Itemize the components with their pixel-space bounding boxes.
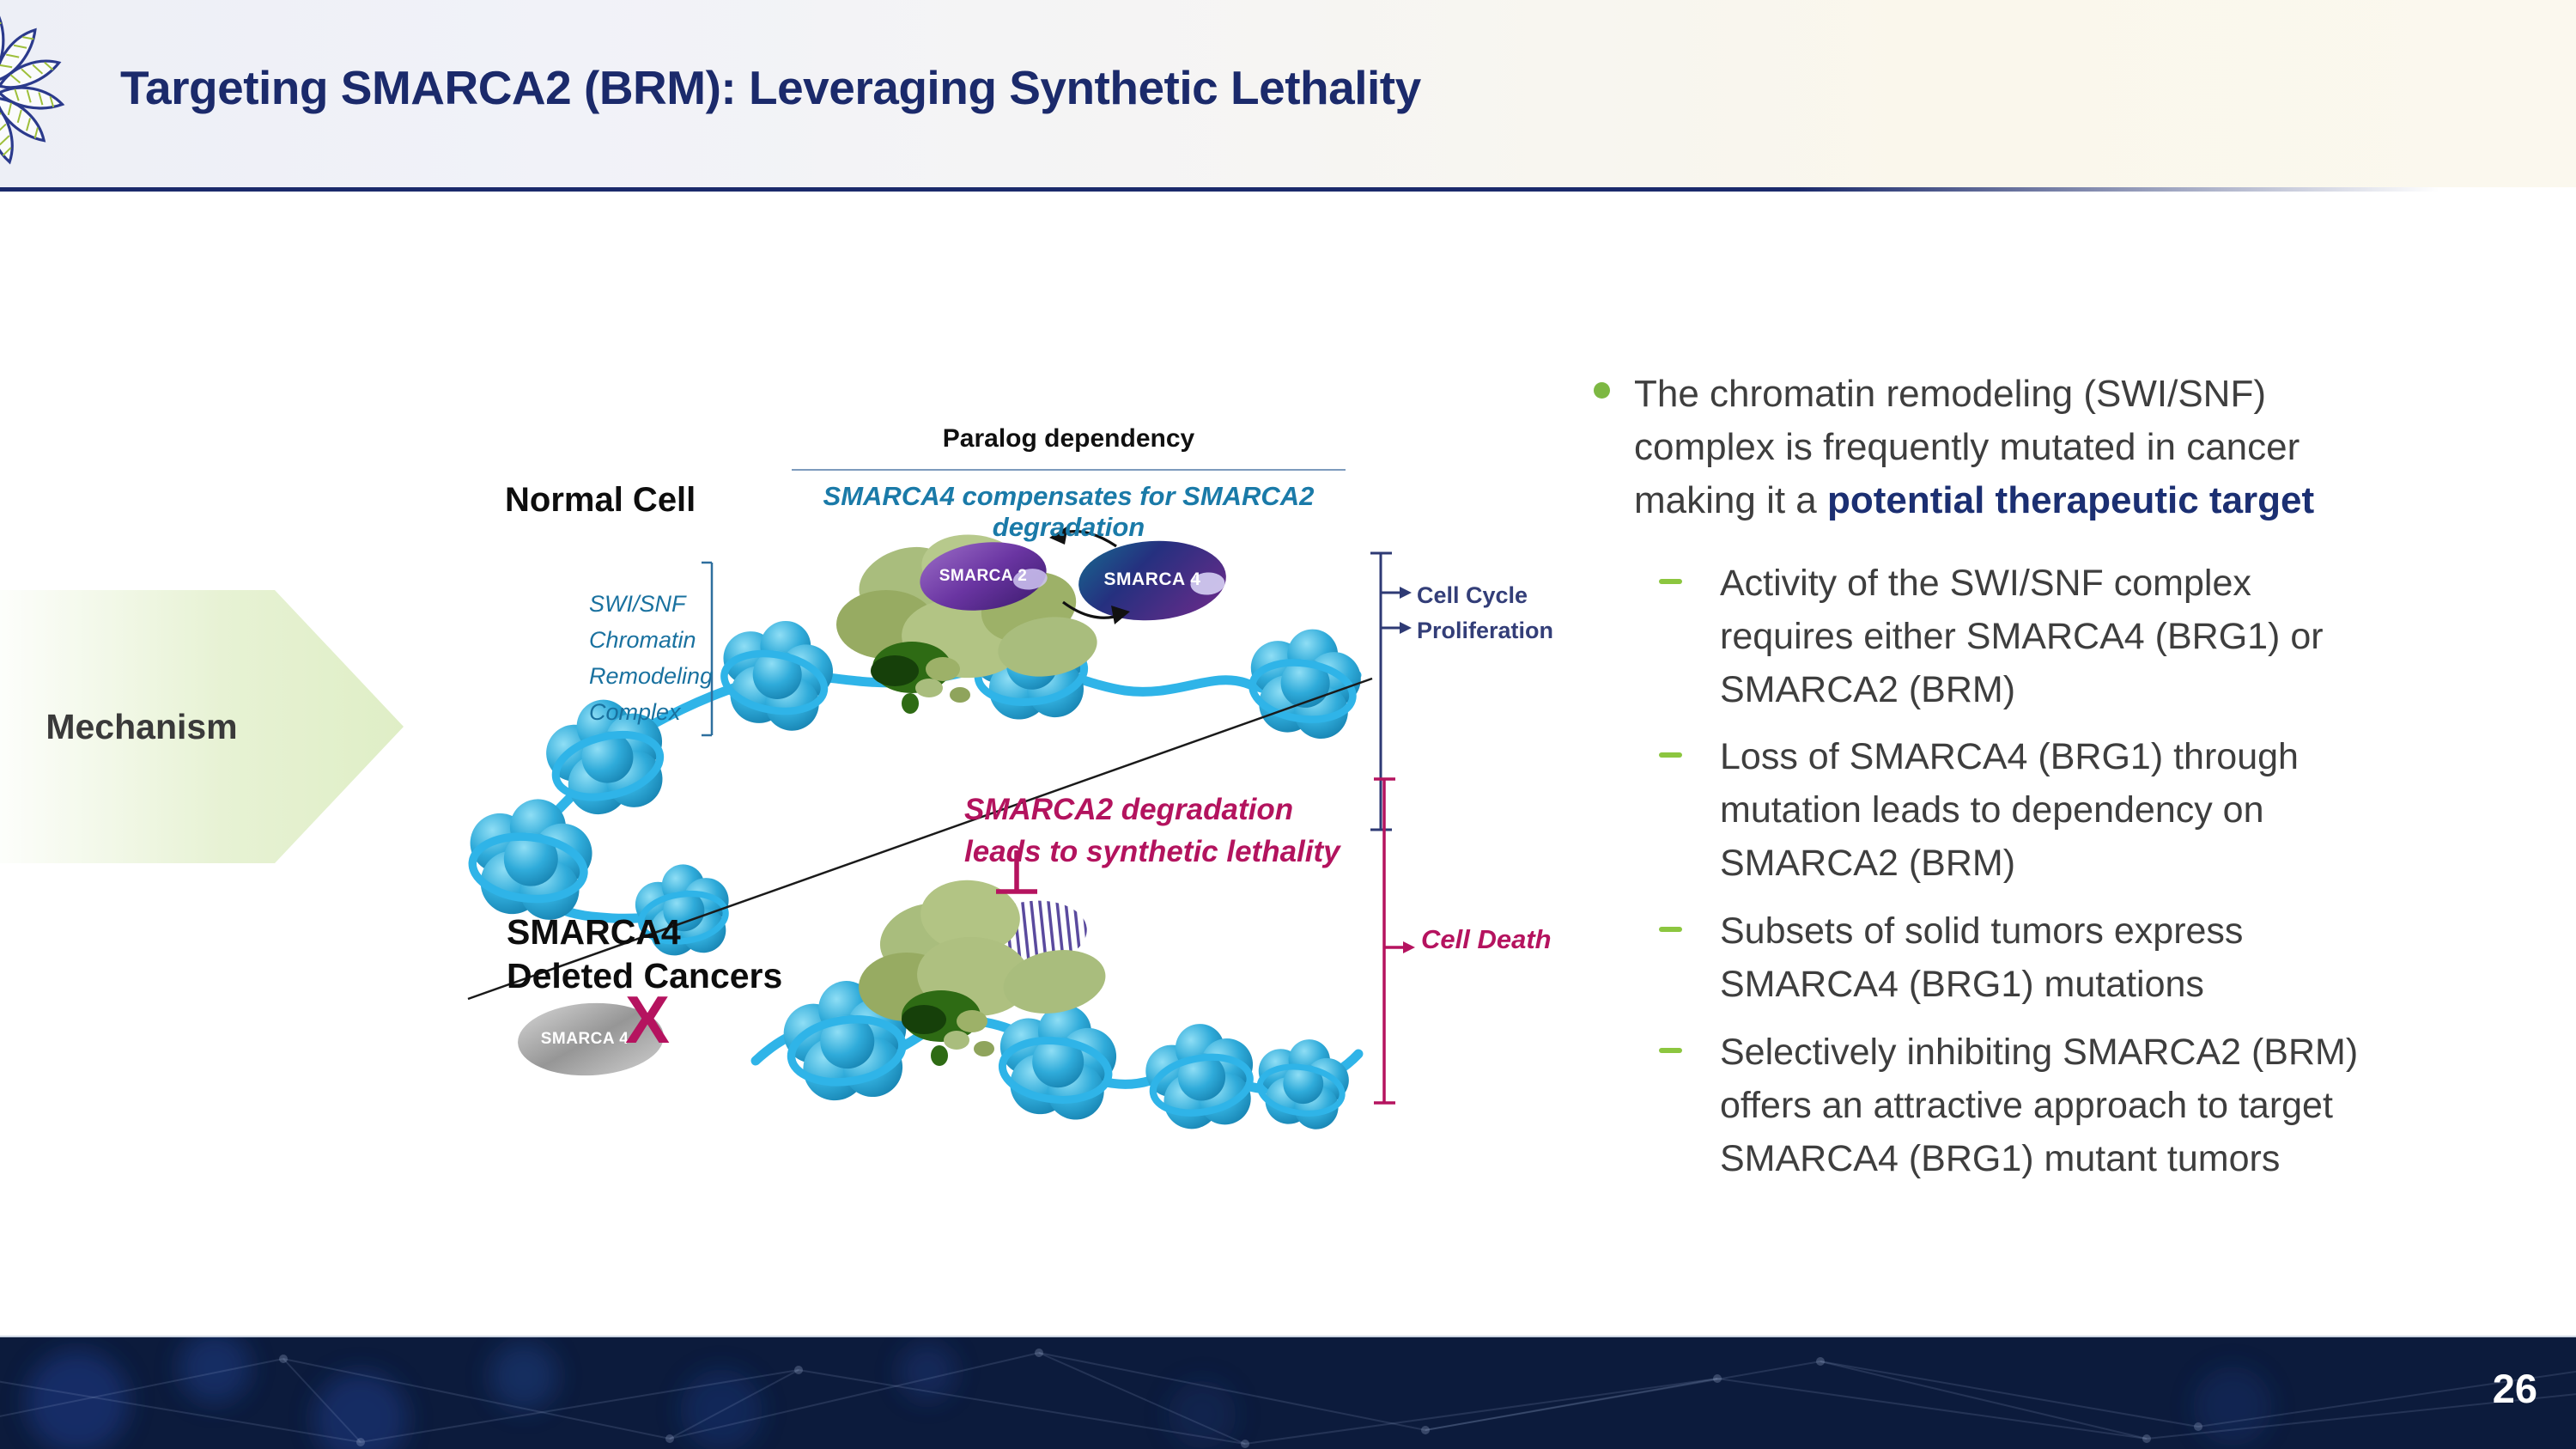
main-bullet-bold: potential therapeutic target xyxy=(1826,479,2315,521)
bullet-dot xyxy=(1594,382,1610,399)
main-bullet: The chromatin remodeling (SWI/SNF) compl… xyxy=(1594,368,2564,527)
cell-cycle-label: Cell Cycle xyxy=(1417,582,1528,608)
sub-bullet-1: Activity of the SWI/SNF complex requires… xyxy=(1659,557,2569,716)
dash-marker xyxy=(1659,927,1682,932)
degradation-label: SMARCA2 degradation leads to synthetic l… xyxy=(964,793,1340,868)
sub-bullet-4-text: Selectively inhibiting SMARCA2 (BRM) off… xyxy=(1720,1032,2359,1179)
smarca4-deleted-cancers-label: SMARCA4 Deleted Cancers xyxy=(507,912,783,995)
exchange-arrowhead-right xyxy=(1111,606,1130,624)
degraded-smarca2-hatched xyxy=(977,900,1087,967)
sub-bullet-3: Subsets of solid tumors express SMARCA4 … xyxy=(1659,904,2569,1011)
cell-death-bracket xyxy=(1374,777,1406,1105)
paralog-dependency-header: Paralog dependency xyxy=(942,424,1195,453)
mechanism-arrow: Mechanism xyxy=(0,590,404,863)
paralog-divider-line xyxy=(792,469,1346,471)
main-bullet-text: The chromatin remodeling (SWI/SNF) compl… xyxy=(1634,368,2314,527)
proliferation-label: Proliferation xyxy=(1417,618,1554,643)
sub-bullet-4: Selectively inhibiting SMARCA2 (BRM) off… xyxy=(1659,1026,2569,1185)
dash-marker xyxy=(1659,752,1682,758)
x-mark: X xyxy=(625,982,671,1057)
swisnf-complex-bottom xyxy=(859,880,1106,1066)
dash-marker xyxy=(1659,579,1682,584)
header-band xyxy=(0,0,2576,187)
header-rule xyxy=(0,187,2567,192)
smarca4-deleted-oval-label: SMARCA 4 xyxy=(540,1030,629,1048)
main-bullet-plain: The chromatin remodeling (SWI/SNF) compl… xyxy=(1634,373,2300,521)
normal-cell-label: Normal Cell xyxy=(505,481,696,519)
cell-cycle-bracket xyxy=(1370,551,1403,831)
sub-bullet-1-text: Activity of the SWI/SNF complex requires… xyxy=(1720,563,2324,710)
footer-band: 26 xyxy=(0,1336,2576,1449)
dna-ring-logo xyxy=(0,11,65,165)
page-number: 26 xyxy=(2492,1366,2537,1411)
swisnf-complex-top xyxy=(836,534,1097,714)
smarca2-label: SMARCA 2 xyxy=(939,567,1028,585)
page-title: Targeting SMARCA2 (BRM): Leveraging Synt… xyxy=(120,61,1421,114)
sub-bullet-2: Loss of SMARCA4 (BRG1) through mutation … xyxy=(1659,730,2569,890)
smarca4-label: SMARCA 4 xyxy=(1103,569,1201,589)
footer-network-pattern xyxy=(0,1337,2576,1449)
sub-bullet-3-text: Subsets of solid tumors express SMARCA4 … xyxy=(1720,910,2244,1005)
swisnf-complex-label: SWI/SNF Chromatin Remodeling Complex xyxy=(589,591,714,725)
sub-bullet-2-text: Loss of SMARCA4 (BRG1) through mutation … xyxy=(1720,736,2299,884)
paralog-subtitle: SMARCA4 compensates for SMARCA2 degradat… xyxy=(823,481,1315,542)
cell-death-label: Cell Death xyxy=(1421,924,1552,954)
mechanism-label: Mechanism xyxy=(46,707,238,746)
dash-marker xyxy=(1659,1048,1682,1053)
chromatin-strand-bottom xyxy=(750,1015,1364,1095)
